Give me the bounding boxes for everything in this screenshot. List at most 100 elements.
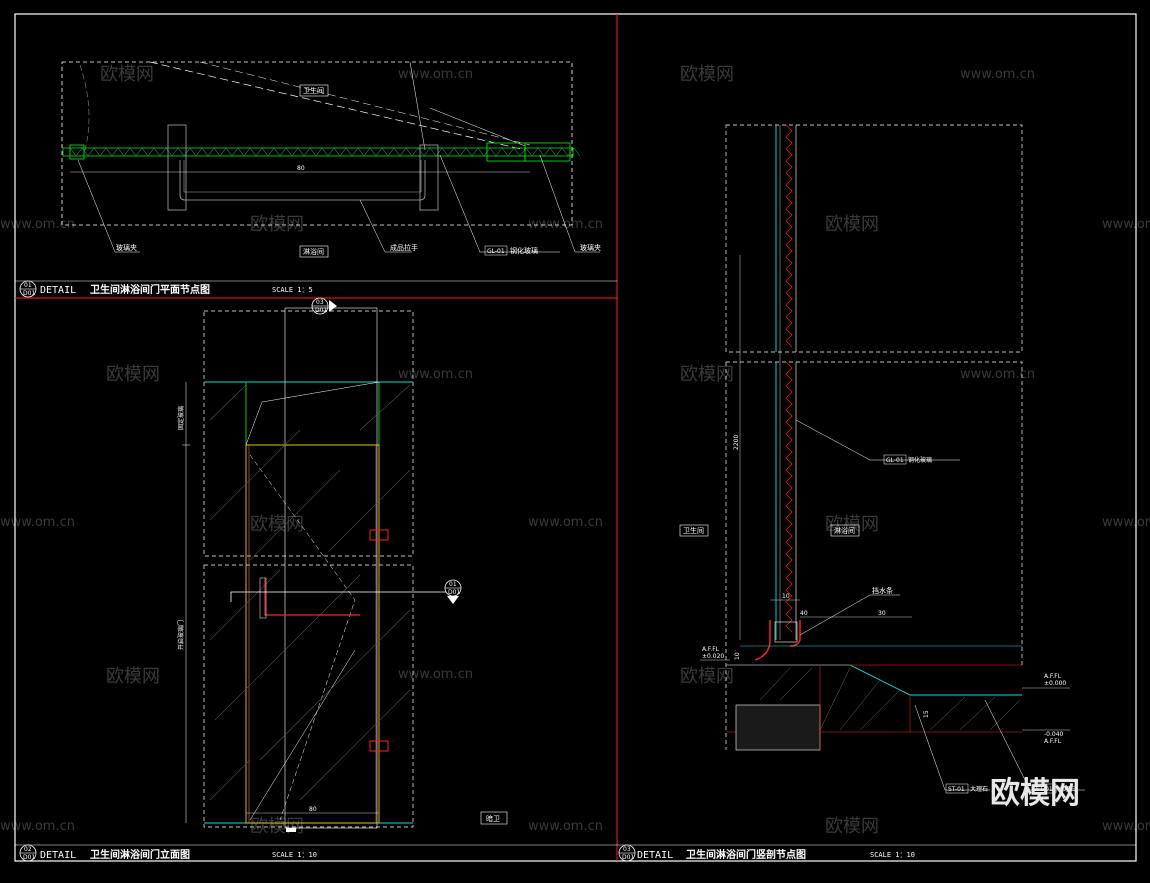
plan-swing-line [429, 107, 526, 147]
elev-top-mark-no: 03 [316, 299, 324, 306]
elev-top-mark-sheet: D01 [315, 307, 327, 314]
sect-callout-tag [1033, 783, 1057, 794]
watermark-brand: 欧模网 [825, 514, 879, 535]
elev-detail-word: DETAIL [40, 850, 76, 861]
watermark-brand: 欧模网 [250, 214, 304, 235]
elev-detail-no: 02 [24, 846, 32, 853]
watermark-brand: 欧模网 [106, 666, 160, 687]
watermark-url: www.om.cn [398, 67, 473, 82]
sect-callout-glass-tag: GL-01 [886, 457, 904, 464]
sect-dim-b: 40 [800, 610, 808, 617]
sect-callout-tag [945, 783, 969, 794]
elev-handle [264, 578, 360, 616]
watermark-logo: 欧模网 [990, 776, 1080, 811]
elev-room-tag [480, 811, 508, 825]
watermark-url: www.om.cn [528, 819, 603, 834]
elev-dim-upper: 固定玻璃 [177, 406, 185, 430]
elev-door-yellow [245, 444, 380, 824]
sect-upper-frame [725, 124, 1023, 353]
elev-top-arrow [329, 300, 337, 312]
watermark-brand: 欧模网 [825, 816, 879, 837]
watermark-url: www.om.cn [1102, 819, 1150, 834]
sect-floor-hatch [759, 667, 1021, 731]
plan-swing-line [149, 61, 526, 151]
sect-callout-glass-text: 钢化玻璃 [908, 456, 932, 464]
plan-leader [539, 154, 600, 253]
plan-room-tag [299, 245, 329, 258]
elev-dim-bottom-text: 80 [309, 806, 317, 813]
sect-detail-word: DETAIL [637, 850, 673, 861]
watermark-url: www.om.cn [0, 217, 75, 232]
sect-room-right: 淋浴间 [834, 526, 855, 535]
plan-callout-glass: 钢化玻璃 [510, 246, 538, 255]
sect-callout-strip: 挡水条 [872, 586, 893, 595]
elev-upper-frame [203, 310, 414, 557]
plan-handle-post [419, 144, 439, 211]
sect-scale: SCALE 1：10 [870, 851, 915, 859]
elev-section-cut [230, 591, 446, 602]
plan-callout-clip: 玻璃夹 [116, 243, 137, 252]
sect-level-left-b: ±0.020 [702, 653, 724, 660]
plan-room-bottom: 淋浴间 [303, 247, 324, 256]
plan-detail-word: DETAIL [40, 285, 76, 296]
plan-scale: SCALE 1：5 [272, 286, 313, 294]
watermark-brand: 欧模网 [680, 64, 734, 85]
sect-concrete-block [735, 704, 821, 751]
sect-detail-sheet: D01 [622, 854, 634, 861]
watermark-url: www.om.cn [1102, 217, 1150, 232]
watermark-brand: 欧模网 [825, 214, 879, 235]
plan-leader [77, 159, 140, 253]
sect-level-right-d: A.F.FL [1044, 738, 1062, 745]
plan-glass-hatch [69, 147, 581, 157]
elev-hinge-top [369, 529, 389, 541]
sect-level-right-b: ±0.000 [1044, 680, 1066, 687]
watermark-url: www.om.cn [960, 367, 1035, 382]
sect-room-tag [830, 524, 860, 537]
plan-dim-text: 80 [297, 165, 305, 172]
sect-detail-no: 03 [623, 846, 631, 853]
elev-title: 卫生间淋浴间门立面图 [90, 848, 190, 861]
sheet-border [14, 13, 1137, 862]
plan-callout-tag [484, 245, 508, 256]
elev-section-mark-sheet: D01 [448, 589, 460, 596]
sect-strip-clip [774, 621, 798, 643]
elev-room: 暗卫 [486, 814, 500, 823]
watermark-url: www.om.cn [0, 819, 75, 834]
sect-callout-tag [883, 454, 907, 465]
sect-callout-br-tag: ST-01 [1036, 786, 1053, 793]
watermark-brand: 欧模网 [106, 364, 160, 385]
sect-level-left-a: A.F.FL [702, 646, 720, 653]
elev-scale: SCALE 1：10 [272, 851, 317, 859]
sect-dim-c: 30 [878, 610, 886, 617]
elev-section-arrow [447, 596, 459, 604]
sect-level-right-a: A.F.FL [1044, 673, 1062, 680]
sect-floor-finish [726, 664, 1022, 696]
sect-lower-frame [726, 361, 1023, 665]
watermarks: 欧模网 www.om.cn 欧模网 www.om.cn www.om.cn 欧模… [0, 64, 1150, 837]
sect-room-left: 卫生间 [683, 526, 704, 535]
sect-water-strip [754, 620, 801, 661]
watermark-url: www.om.cn [528, 217, 603, 232]
elev-dim-lower: 开启玻璃门 [177, 620, 185, 650]
sheet-frame [14, 13, 1137, 862]
sect-callout-bl-tag: ST-01 [948, 786, 965, 793]
plan-glass-panel [62, 147, 574, 157]
sect-dim-e: 2200 [733, 435, 740, 450]
watermark-url: www.om.cn [0, 515, 75, 530]
plan-room-top: 卫生间 [303, 86, 324, 95]
plan-glass-clip [524, 142, 571, 162]
plan-handle-post [167, 124, 187, 211]
watermark-url: www.om.cn [960, 67, 1035, 82]
elev-detail-sheet: D01 [23, 854, 35, 861]
sect-callout-br-text: 大理石 [1058, 785, 1076, 793]
elev-fixed-pane [245, 382, 380, 446]
elev-lower-frame [203, 564, 414, 828]
plan-glass-clip [69, 144, 85, 160]
elev-handle-post [259, 577, 267, 619]
watermark-url: www.om.cn [398, 367, 473, 382]
elev-hinge-bottom [369, 740, 389, 752]
plan-callout-clip-right: 玻璃夹 [580, 243, 601, 252]
sect-leader-bottom-right [984, 699, 1085, 791]
sect-dim-f: 15 [923, 710, 930, 718]
watermark-brand: 欧模网 [680, 364, 734, 385]
